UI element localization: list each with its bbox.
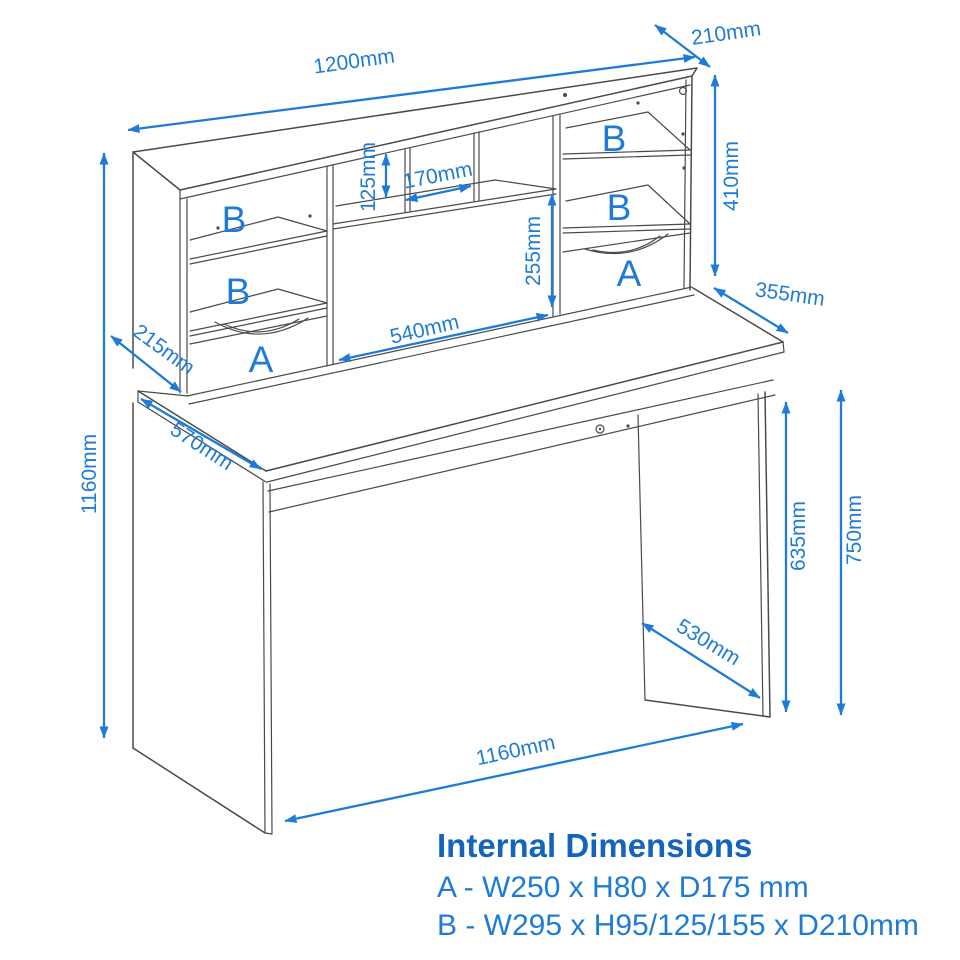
- side-panel-depth-arrow: [641, 622, 761, 699]
- total-height-label: 1160mm: [78, 434, 101, 514]
- compartment-labels: B B A B B A: [222, 118, 642, 380]
- cubby-height-label: 125mm: [357, 142, 380, 212]
- hutch-depth-label: 210mm: [690, 17, 763, 50]
- right-top-compartment-label: B: [602, 118, 627, 159]
- legend-heading: Internal Dimensions: [437, 827, 752, 864]
- left-top-compartment-label: B: [222, 199, 247, 240]
- hutch-height-label: 410mm: [720, 141, 743, 211]
- hutch-depth-arrow: [654, 24, 711, 68]
- screw-icon: [595, 424, 605, 434]
- cubby-width-arrow: [405, 184, 472, 202]
- desktop-front-depth-arrow: [713, 287, 789, 334]
- desktop-front-depth-label: 355mm: [754, 278, 827, 311]
- desk-line-art: [132, 287, 785, 835]
- dimension-arrows: [99, 24, 846, 824]
- hutch-shelf-depth-label: 215mm: [129, 320, 199, 380]
- open-section-width-arrow: [338, 313, 549, 362]
- hutch-shelf-depth-arrow: [110, 335, 182, 393]
- hutch-width-label: 1200mm: [312, 44, 396, 78]
- hutch-width-arrow: [127, 54, 696, 133]
- desk-depth-arrow: [140, 398, 262, 470]
- right-drawer-label: A: [617, 253, 642, 294]
- legend: Internal Dimensions A - W250 x H80 x D17…: [437, 827, 919, 942]
- legend-item-b: B - W295 x H95/125/155 x D210mm: [437, 909, 919, 942]
- left-middle-compartment-label: B: [226, 271, 251, 312]
- desk-height-label: 750mm: [843, 495, 866, 565]
- left-drawer-label: A: [249, 339, 274, 380]
- legend-item-a: A - W250 x H80 x D175 mm: [437, 871, 809, 904]
- open-section-width-label: 540mm: [388, 311, 461, 349]
- desk-width-arrow: [284, 721, 744, 824]
- open-section-height-label: 255mm: [522, 216, 545, 286]
- desk-width-label: 1160mm: [474, 731, 557, 770]
- side-panel-depth-label: 530mm: [672, 615, 744, 671]
- knee-clearance-height-label: 635mm: [787, 501, 810, 571]
- right-middle-compartment-label: B: [607, 187, 632, 228]
